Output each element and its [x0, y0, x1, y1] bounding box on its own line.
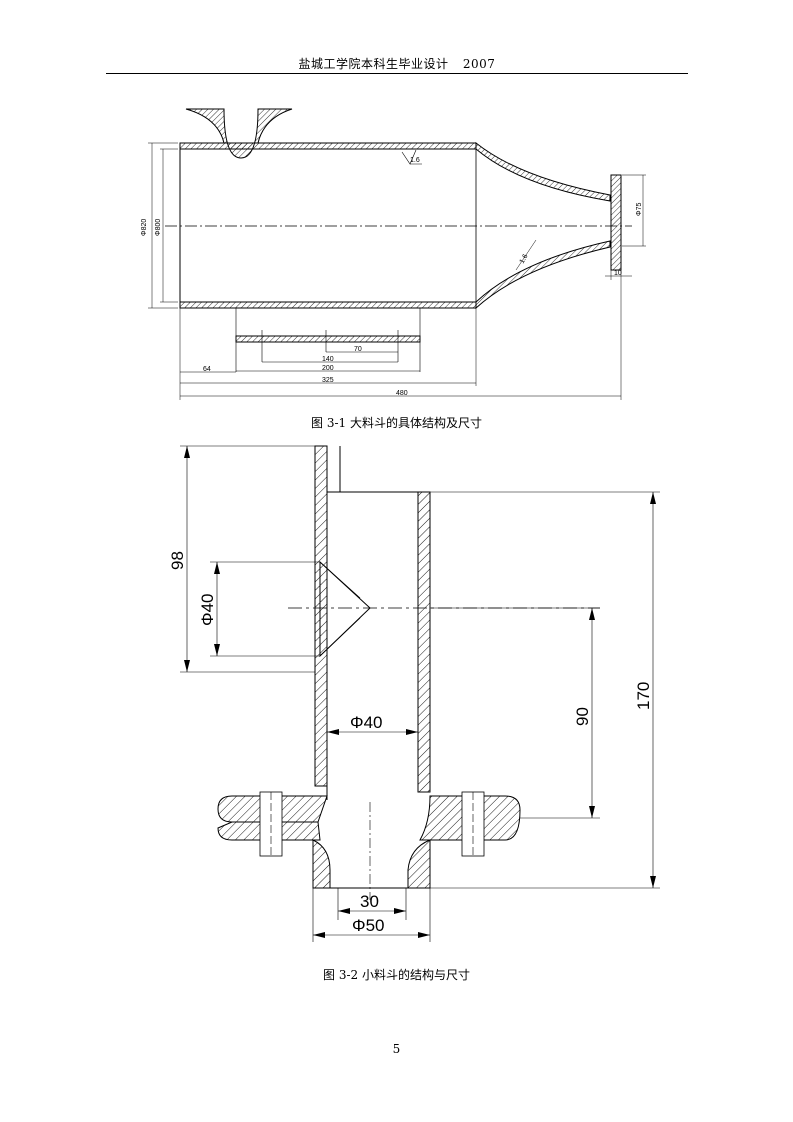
- support-plate: [235, 335, 421, 343]
- dim-flange-thk: 10: [614, 270, 622, 277]
- dim-phi40-left: Φ40: [198, 594, 217, 626]
- figure-3-2-drawing: 98 Φ40 Φ40 90 170 30 Φ50: [168, 445, 660, 942]
- header-title: 盐城工学院本科生毕业设计: [298, 57, 449, 71]
- roughness-mark-2: 1.6: [519, 253, 530, 265]
- drum-top-wall: [179, 142, 477, 150]
- figure-3-1-caption: 图 3-1 大料斗的具体结构及尺寸: [311, 416, 482, 430]
- cone-bottom: [475, 240, 611, 310]
- dim-phi50: Φ50: [352, 916, 384, 935]
- page-number: 5: [392, 1042, 401, 1056]
- roughness-mark: 1.6: [410, 157, 420, 164]
- running-header: 盐城工学院本科生毕业设计 2007: [106, 55, 688, 72]
- outlet-nozzle: [312, 839, 331, 889]
- dim-d-inner: Φ800: [155, 219, 162, 236]
- header-rule: [106, 73, 688, 74]
- figure-3-1-drawing: Φ820 Φ800 Φ75 10 1.6 1.6 70 140 200 64 3…: [141, 108, 646, 400]
- dim-64: 64: [203, 366, 211, 373]
- dim-325: 325: [322, 377, 334, 384]
- drum-bottom-wall: [179, 301, 477, 309]
- dim-140: 140: [322, 356, 334, 363]
- dim-d-right: Φ75: [636, 203, 643, 216]
- outlet-flange: [610, 174, 622, 271]
- main-tube-wall: [417, 491, 431, 793]
- cone-top: [475, 141, 611, 202]
- dim-d-outer: Φ820: [141, 219, 148, 236]
- inlet-hopper: [185, 108, 293, 159]
- dim-200: 200: [322, 365, 334, 372]
- dim-170: 170: [634, 682, 653, 710]
- figure-3-2-caption: 图 3-2 小料斗的结构与尺寸: [323, 968, 470, 982]
- header-year: 2007: [462, 57, 496, 71]
- side-inlet-tube: [314, 445, 328, 787]
- dim-70: 70: [354, 346, 362, 353]
- dim-480: 480: [396, 390, 408, 397]
- dim-98: 98: [168, 551, 187, 570]
- dim-phi40-center: Φ40: [350, 713, 382, 732]
- dim-30: 30: [360, 892, 379, 911]
- dim-90: 90: [573, 707, 592, 726]
